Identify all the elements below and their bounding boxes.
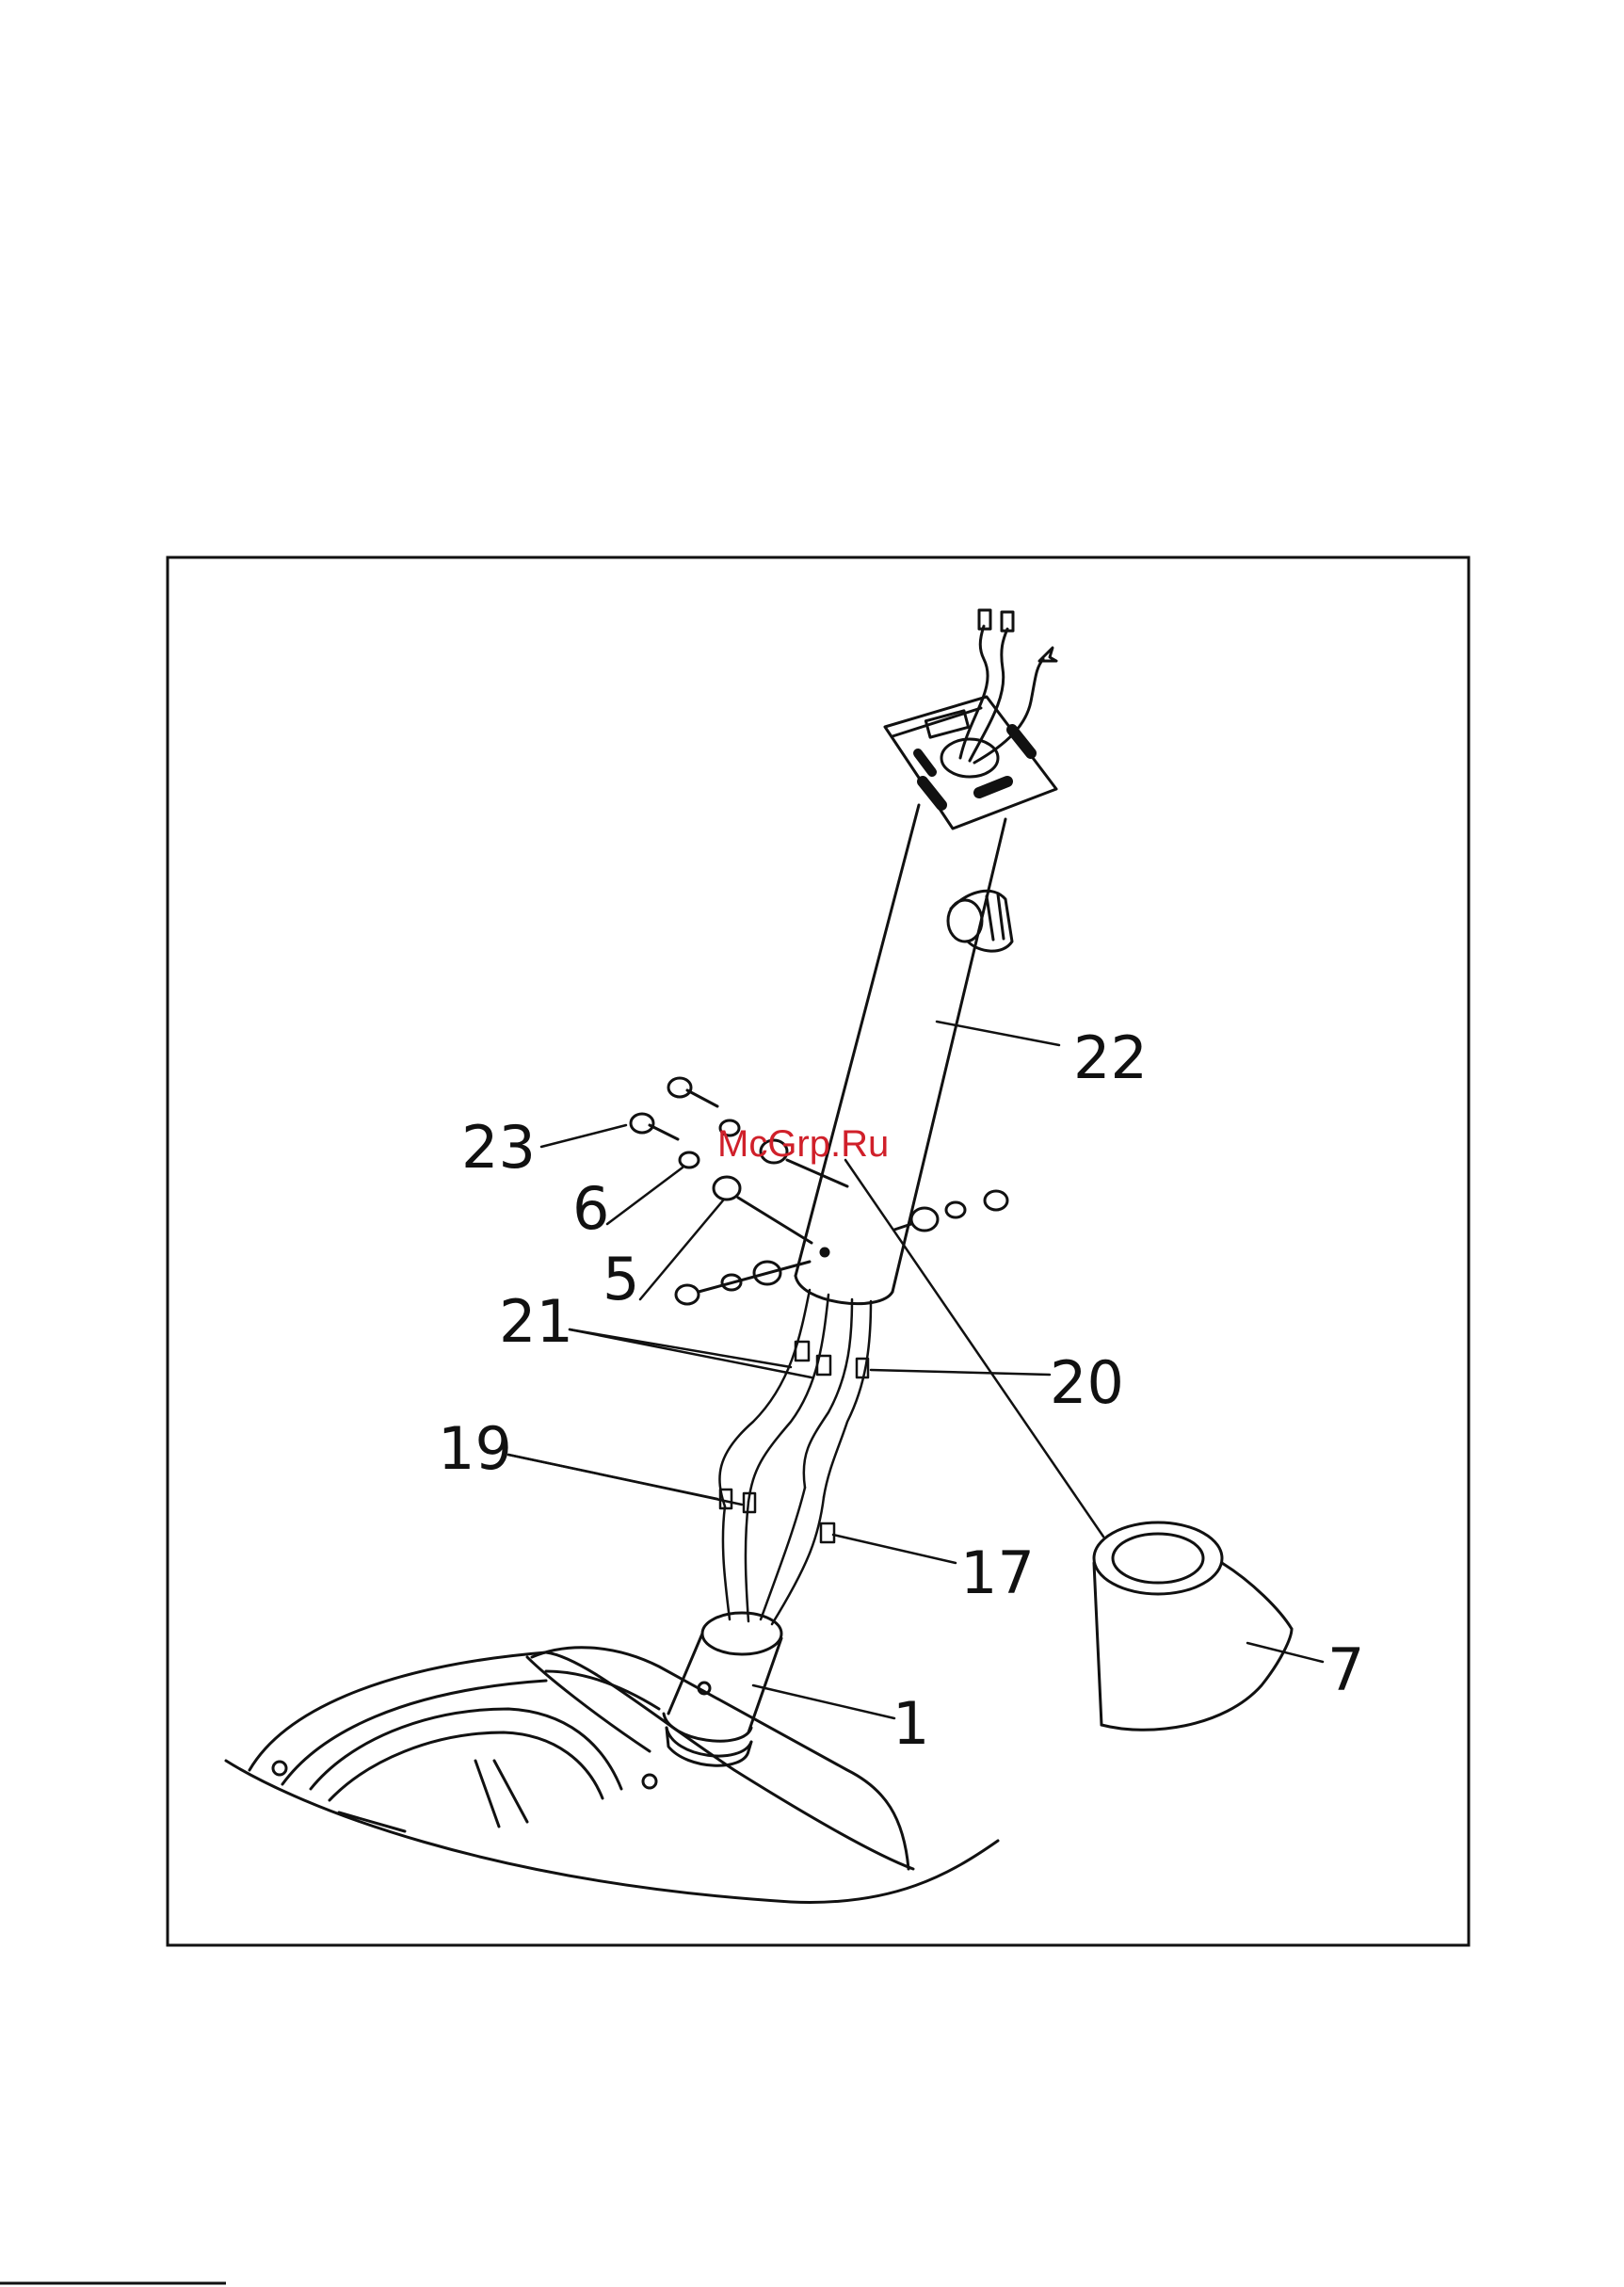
- label-part-1: 1: [892, 1689, 929, 1758]
- label-part-5: 5: [603, 1245, 639, 1313]
- part-7-shroud: [1094, 1522, 1292, 1730]
- base-housing: [226, 1648, 998, 1903]
- label-part-19: 19: [438, 1414, 512, 1483]
- label-part-21: 21: [499, 1287, 573, 1356]
- diagram-frame: [168, 557, 1469, 1945]
- label-part-17: 17: [960, 1538, 1035, 1607]
- label-part-23: 23: [461, 1113, 536, 1182]
- label-part-20: 20: [1050, 1348, 1124, 1417]
- watermark: McGrp.Ru: [717, 1123, 889, 1165]
- label-part-6: 6: [572, 1174, 609, 1243]
- wire-harness: [719, 1290, 871, 1624]
- label-part-22: 22: [1073, 1023, 1148, 1092]
- label-part-7: 7: [1327, 1635, 1364, 1704]
- part-22-upright-tube: [796, 610, 1056, 1304]
- part-1-lower-sleeve: [664, 1613, 781, 1765]
